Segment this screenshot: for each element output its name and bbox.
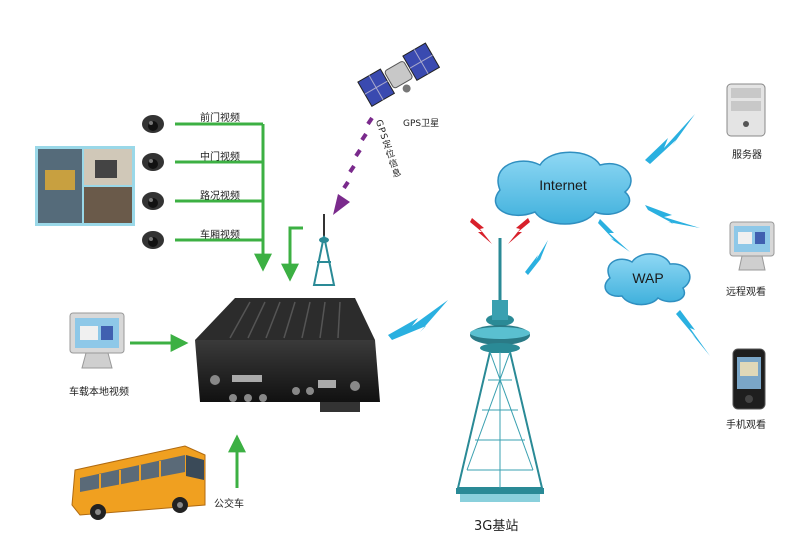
phone-icon [732, 348, 766, 410]
server-icon [726, 83, 766, 137]
camera-snapshot-image [35, 146, 135, 226]
camera-label-cabin: 车厢视频 [200, 230, 240, 241]
wireless-signal-icon [388, 114, 710, 356]
camera-icon [142, 231, 164, 249]
bus-image [71, 445, 206, 520]
server-label: 服务器 [732, 150, 762, 161]
remote-view-label: 远程观看 [726, 287, 766, 298]
camera-icon [142, 192, 164, 210]
camera-icon [142, 115, 164, 133]
mobile-dvr-device [195, 298, 380, 412]
remote-monitor-icon [729, 221, 775, 271]
wap-label: WAP [632, 270, 663, 286]
camera-label-front-door: 前门视频 [200, 113, 240, 124]
mobile-view-label: 手机观看 [726, 420, 766, 431]
gps-satellite-icon [357, 42, 441, 107]
local-monitor-label: 车载本地视频 [69, 387, 129, 398]
camera-label-road: 路况视频 [200, 191, 240, 202]
gps-signal-line [342, 116, 374, 190]
tower-emission-icon [470, 218, 530, 244]
gps-signal-arrowhead [333, 194, 350, 215]
satellite-label: GPS卫星 [403, 119, 440, 129]
wap-cloud: WAP [604, 253, 691, 306]
3g-tower-icon [456, 238, 544, 502]
internet-cloud: Internet [494, 151, 632, 225]
bus-label: 公交车 [214, 499, 244, 510]
camera-icon [142, 153, 164, 171]
camera-connector-lines [130, 122, 303, 488]
antenna-icon [312, 214, 336, 286]
camera-label-middle-door: 中门视频 [200, 152, 240, 163]
monitor-icon [69, 312, 125, 369]
tower-label: 3G基站 [474, 519, 519, 534]
internet-label: Internet [539, 177, 587, 193]
